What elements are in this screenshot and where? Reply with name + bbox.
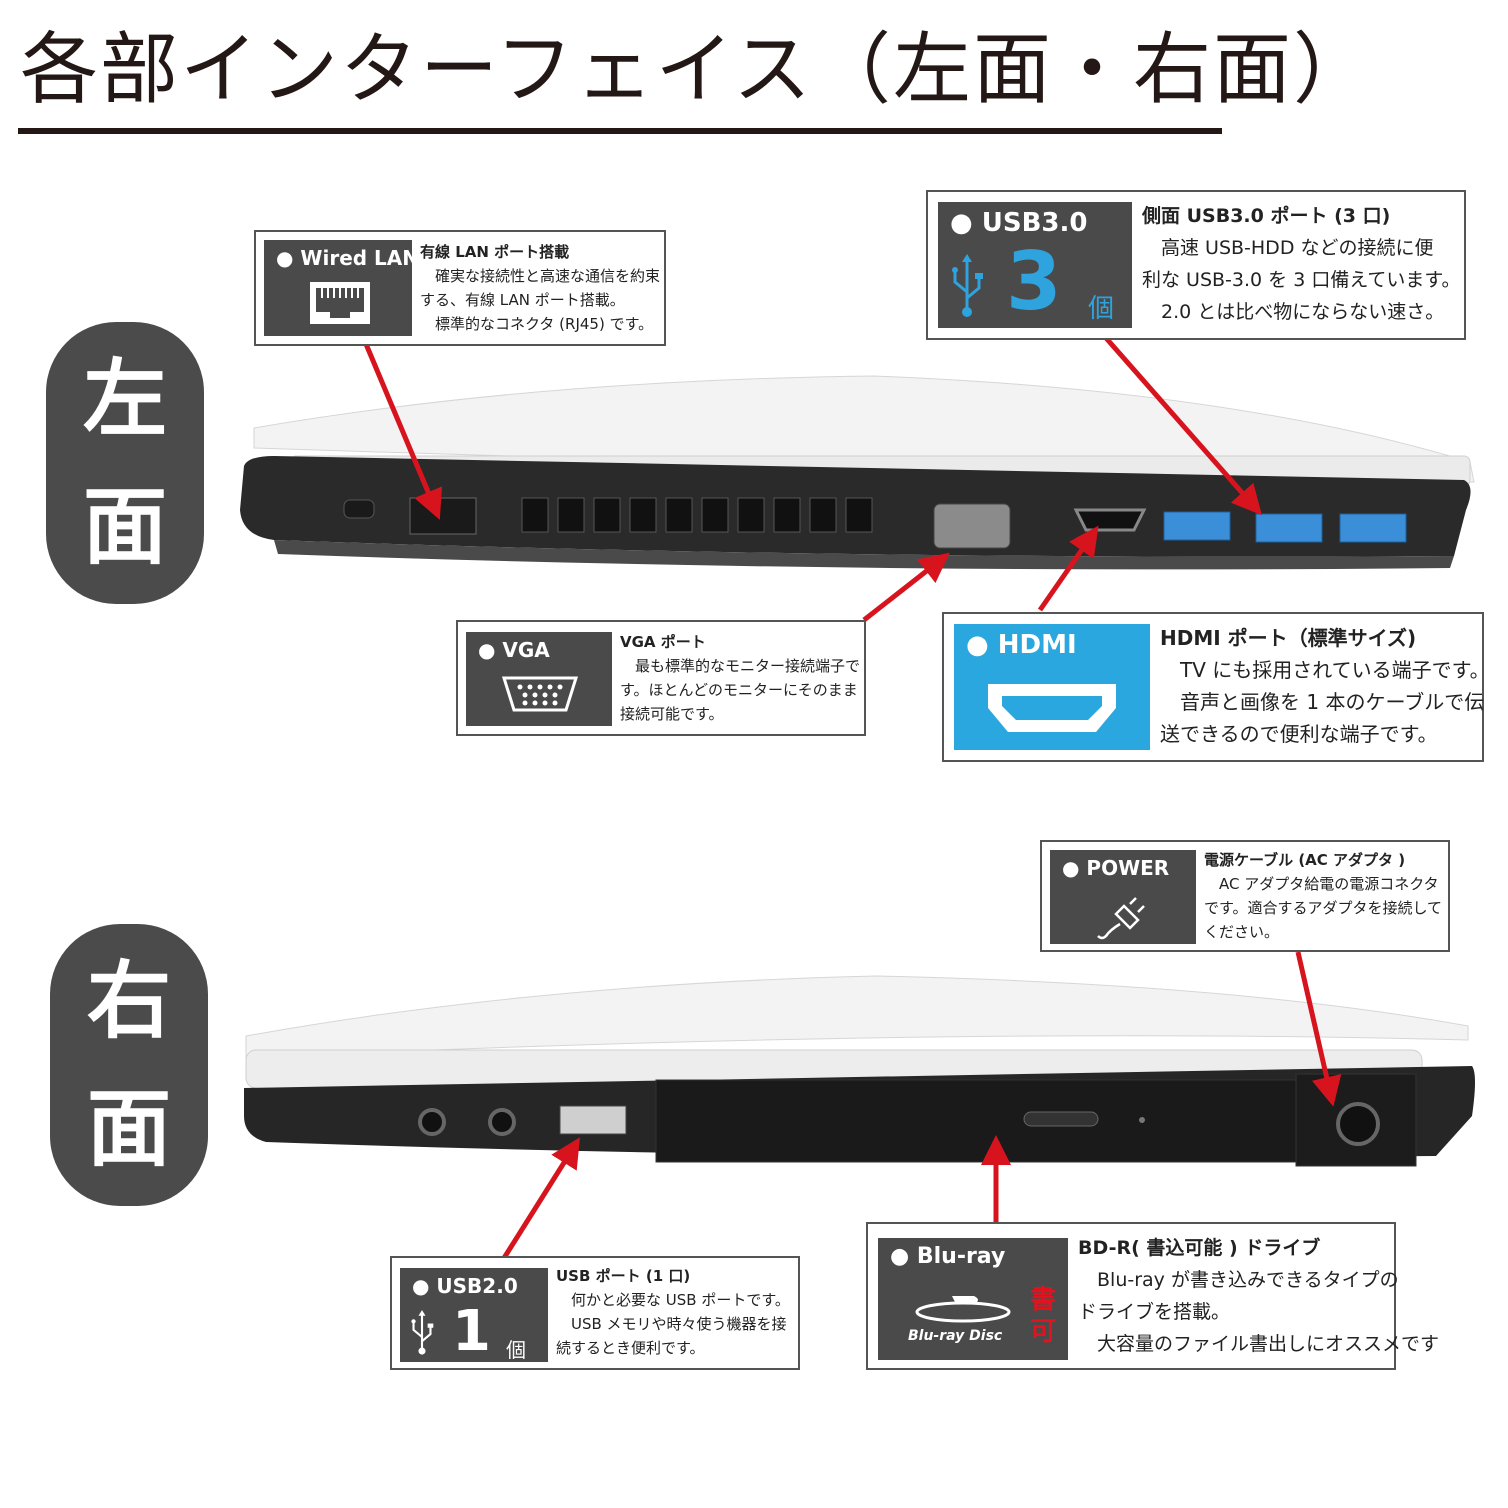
callout-bluray: ● Blu-ray Blu-ray Disc 書 可 BD-R( 書込可能 ) … xyxy=(866,1222,1439,1370)
callout-vga-heading: VGA ポート xyxy=(620,633,706,651)
callout-bluray-line-2: ドライブを搭載。 xyxy=(1078,1301,1231,1323)
callout-usb3-heading: 側面 USB3.0 ポート (3 口) xyxy=(1142,205,1391,227)
callout-bluray-text: BD-R( 書込可能 ) ドライブ Blu-ray が書き込みできるタイプの ド… xyxy=(1078,1232,1439,1360)
laptop-left-side-image xyxy=(240,375,1475,570)
badge-vga: ● VGA xyxy=(466,632,612,726)
callout-vga-line-3: 接続可能です。 xyxy=(620,705,724,723)
callout-wired-lan-heading: 有線 LAN ポート搭載 xyxy=(420,243,570,261)
callout-hdmi-text: HDMI ポート（標準サイズ) TV にも採用されている端子です。 音声と画像を… xyxy=(1160,622,1490,750)
callout-usb2-line-3: 続するとき便利です。 xyxy=(556,1339,705,1357)
usb-trident-icon-small xyxy=(411,1310,434,1355)
callout-hdmi-heading: HDMI ポート（標準サイズ) xyxy=(1160,626,1417,650)
callout-hdmi-line-1: TV にも採用されている端子です。 xyxy=(1160,658,1490,682)
laptop-right-side-image xyxy=(244,975,1475,1167)
vga-port-icon xyxy=(501,676,579,712)
bluray-stamp-char1: 書 xyxy=(1029,1285,1056,1315)
callout-hdmi-line-3: 送できるので便利な端子です。 xyxy=(1160,722,1438,746)
callout-hdmi: ● HDMI HDMI ポート（標準サイズ) TV にも採用されている端子です。… xyxy=(942,612,1490,762)
callout-usb3-line-1: 高速 USB-HDD などの接続に便 xyxy=(1142,237,1434,259)
bluray-disc-logo-icon xyxy=(915,1296,1011,1323)
right-side-label: 右 面 xyxy=(50,924,208,1206)
arrow-lan xyxy=(363,343,443,520)
badge-hdmi: ● HDMI xyxy=(954,624,1150,750)
callout-usb3-line-2: 利な USB-3.0 を 3 口備えています。 xyxy=(1142,269,1461,291)
callout-usb3-line-3: 2.0 とは比べ物にならない速さ。 xyxy=(1142,301,1445,323)
hdmi-port-icon xyxy=(988,684,1116,732)
callout-power-line-2: です。適合するアダプタを接続して xyxy=(1204,899,1443,917)
usb-trident-icon xyxy=(952,254,983,317)
badge-vga-label: ● VGA xyxy=(478,638,550,662)
left-side-label-char1: 左 xyxy=(82,350,167,448)
arrow-usb3 xyxy=(1104,336,1262,516)
callout-usb2-heading: USB ポート (1 口) xyxy=(556,1267,691,1285)
callout-wired-lan-line-2: する、有線 LAN ポート搭載。 xyxy=(420,291,625,309)
callout-power-line-1: AC アダプタ給電の電源コネクタ xyxy=(1204,875,1439,893)
power-plug-icon xyxy=(1097,897,1145,940)
arrow-vga xyxy=(862,552,950,622)
callout-usb2: ● USB2.0 1 個 USB ポート (1 口) 何かと必要な USB ポー… xyxy=(390,1256,800,1370)
bluray-stamp-char2: 可 xyxy=(1029,1317,1056,1347)
callout-power-heading: 電源ケーブル (AC アダプタ ) xyxy=(1204,851,1406,869)
callout-power-text: 電源ケーブル (AC アダプタ ) AC アダプタ給電の電源コネクタ です。適合… xyxy=(1204,848,1442,944)
left-side-label-char2: 面 xyxy=(82,478,167,576)
arrow-power xyxy=(1295,951,1342,1107)
badge-power-label: ● POWER xyxy=(1062,856,1170,880)
usb2-count: 1 xyxy=(452,1299,491,1364)
callout-wired-lan-text: 有線 LAN ポート搭載 確実な接続性と高速な通信を約束 する、有線 LAN ポ… xyxy=(420,240,660,336)
arrow-usb2 xyxy=(501,1137,580,1260)
bluray-logo-text: Blu-ray Disc xyxy=(908,1328,1003,1344)
right-side-label-char1: 右 xyxy=(86,952,171,1050)
badge-usb3-label: ● USB3.0 xyxy=(950,208,1088,238)
right-side-label-char2: 面 xyxy=(86,1080,171,1178)
badge-bluray: ● Blu-ray Blu-ray Disc 書 可 xyxy=(878,1238,1068,1360)
badge-usb3: ● USB3.0 3 個 xyxy=(938,202,1132,328)
page-title: 各部インターフェイス（左面・右面） xyxy=(20,25,1373,115)
callout-usb2-text: USB ポート (1 口) 何かと必要な USB ポートです。 USB メモリや… xyxy=(556,1264,790,1360)
badge-wired-lan: ● Wired LAN xyxy=(264,240,419,336)
callout-vga-line-1: 最も標準的なモニター接続端子で xyxy=(620,657,861,675)
callout-wired-lan-line-3: 標準的なコネクタ (RJ45) です。 xyxy=(420,315,654,333)
callout-hdmi-line-2: 音声と画像を 1 本のケーブルで伝 xyxy=(1160,690,1485,714)
arrow-hdmi xyxy=(1037,525,1099,612)
badge-power: ● POWER xyxy=(1050,850,1196,944)
badge-hdmi-label: ● HDMI xyxy=(966,630,1077,660)
badge-wired-lan-label: ● Wired LAN xyxy=(276,246,419,270)
callout-power: ● POWER 電源ケーブル (AC アダプタ ) AC アダプタ給電の電源コネ… xyxy=(1040,840,1450,952)
badge-usb2: ● USB2.0 1 個 xyxy=(400,1268,548,1362)
callout-usb2-line-1: 何かと必要な USB ポートです。 xyxy=(556,1291,790,1309)
usb2-count-unit: 個 xyxy=(506,1338,526,1362)
badge-bluray-label: ● Blu-ray xyxy=(890,1244,1006,1269)
title-underline xyxy=(18,128,1222,134)
callout-bluray-line-3: 大容量のファイル書出しにオススメです xyxy=(1078,1333,1440,1355)
badge-usb2-label: ● USB2.0 xyxy=(412,1274,518,1298)
callout-wired-lan-line-1: 確実な接続性と高速な通信を約束 xyxy=(420,267,661,285)
left-side-label: 左 面 xyxy=(46,322,204,604)
callout-vga-line-2: す。ほとんどのモニターにそのまま xyxy=(620,681,858,699)
callout-wired-lan: ● Wired LAN 有線 LAN ポート搭載 確実な接続性と高速な通信を約束… xyxy=(254,230,666,346)
callout-power-line-3: ください。 xyxy=(1204,923,1280,941)
callout-usb2-line-2: USB メモリや時々使う機器を接 xyxy=(556,1315,787,1333)
usb3-count: 3 xyxy=(1006,235,1062,328)
callout-usb3: ● USB3.0 3 個 側面 USB3.0 ポート (3 口) 高速 USB-… xyxy=(926,190,1466,340)
usb3-count-unit: 個 xyxy=(1088,294,1115,324)
ethernet-port-icon xyxy=(310,282,370,324)
callout-bluray-line-1: Blu-ray が書き込みできるタイプの xyxy=(1078,1269,1399,1291)
bluray-writable-stamp: 書 可 xyxy=(1028,1284,1058,1348)
callout-vga-text: VGA ポート 最も標準的なモニター接続端子で す。ほとんどのモニターにそのまま… xyxy=(620,630,860,726)
callout-bluray-heading: BD-R( 書込可能 ) ドライブ xyxy=(1078,1237,1321,1259)
callout-usb3-text: 側面 USB3.0 ポート (3 口) 高速 USB-HDD などの接続に便 利… xyxy=(1142,200,1460,328)
callout-vga: ● VGA VGA ポート 最も標準的なモニター接続端子で す。ほとんどのモニタ… xyxy=(456,620,866,736)
